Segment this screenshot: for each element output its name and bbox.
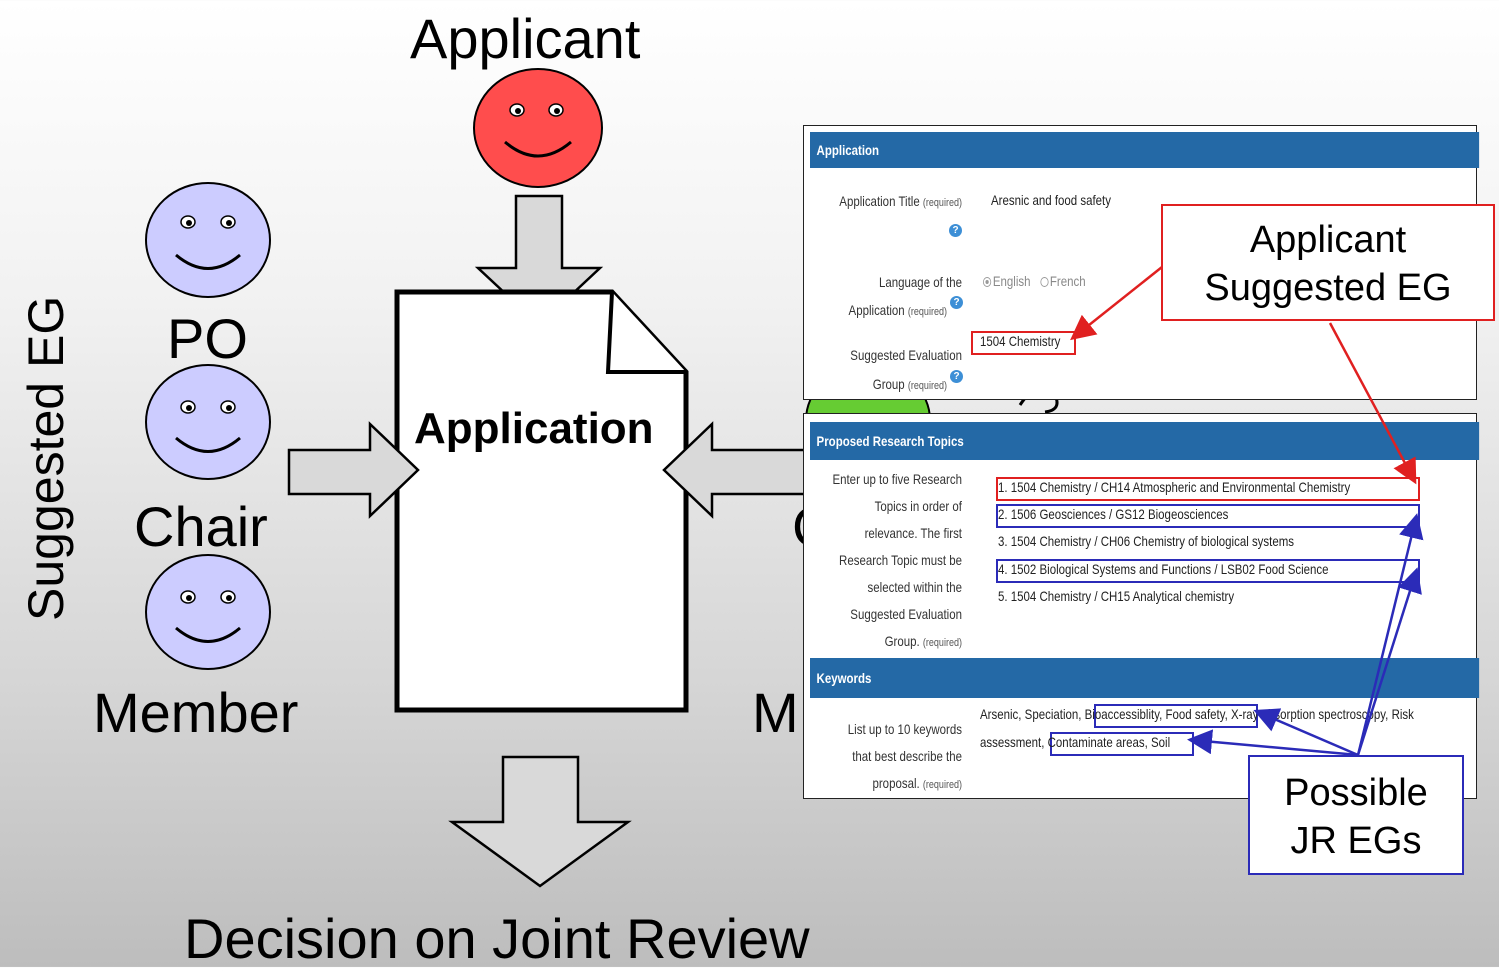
title-value[interactable]: Aresnic and food safety bbox=[991, 192, 1111, 208]
language-help-icon[interactable]: ? bbox=[950, 296, 963, 309]
topic-item-3[interactable]: 3. 1504 Chemistry / CH06 Chemistry of bi… bbox=[998, 533, 1295, 549]
title-label-block: Application Title (required) bbox=[832, 188, 962, 217]
topic-item-4[interactable]: 4. 1502 Biological Systems and Functions… bbox=[998, 561, 1329, 577]
keywords-instructions: List up to 10 keywords that best describ… bbox=[847, 721, 962, 791]
title-help-icon[interactable]: ? bbox=[949, 224, 962, 237]
eg-value-highlight bbox=[971, 331, 1076, 355]
po-face-icon bbox=[145, 182, 271, 298]
eg-label-line1: Suggested Evaluation bbox=[850, 347, 962, 363]
po-label: PO bbox=[167, 307, 248, 370]
applicant-label: Applicant bbox=[410, 7, 641, 70]
chair-label: Chair bbox=[134, 495, 268, 558]
french-label: French bbox=[1049, 273, 1086, 289]
reviewer-left-arrow bbox=[662, 421, 807, 519]
eg-help-icon[interactable]: ? bbox=[950, 370, 963, 383]
application-panel-header: Application bbox=[810, 132, 1480, 168]
title-label: Application Title bbox=[839, 193, 920, 209]
member-face-icon bbox=[145, 554, 271, 670]
applicant-suggested-eg-callout: Applicant Suggested EG bbox=[1161, 204, 1495, 321]
decision-label: Decision on Joint Review bbox=[184, 907, 810, 970]
language-label-line2: Application (required) bbox=[848, 302, 947, 318]
red-arrow-to-topic-1 bbox=[1328, 322, 1417, 485]
keywords-line-2[interactable]: assessment, Contaminate areas, Soil bbox=[980, 734, 1171, 750]
topics-panel: Proposed Research Topics Enter up to fiv… bbox=[803, 413, 1480, 799]
red-arrow-to-eg bbox=[1070, 266, 1163, 341]
decision-down-arrow bbox=[448, 755, 632, 888]
blue-arrow-to-topic-2 bbox=[1356, 513, 1424, 756]
blue-arrow-to-keywords-1 bbox=[1253, 708, 1359, 757]
french-radio[interactable] bbox=[1040, 277, 1049, 288]
eg-value[interactable]: 1504 Chemistry bbox=[980, 333, 1061, 349]
english-label: English bbox=[992, 273, 1031, 289]
chair-face-icon bbox=[145, 364, 271, 480]
topic-item-2[interactable]: 2. 1506 Geosciences / GS12 Biogeoscience… bbox=[998, 506, 1229, 522]
applicant-face-icon bbox=[473, 68, 603, 188]
document-label: Application bbox=[414, 404, 654, 453]
keywords-panel-header: Keywords bbox=[810, 658, 1480, 698]
title-required: (required) bbox=[922, 197, 962, 209]
blue-arrow-to-topic-4 bbox=[1356, 567, 1422, 756]
member-label: Member bbox=[93, 681, 299, 744]
topic-1-highlight bbox=[996, 477, 1420, 501]
possible-jr-egs-callout: Possible JR EGs bbox=[1248, 755, 1464, 875]
eg-label-line2: Group (required) bbox=[872, 376, 947, 392]
committee-right-arrow bbox=[287, 421, 420, 519]
topic-item-1[interactable]: 1. 1504 Chemistry / CH14 Atmospheric and… bbox=[998, 479, 1351, 495]
blue-arrow-to-keywords-2 bbox=[1187, 729, 1359, 757]
application-document-icon bbox=[394, 289, 689, 713]
member-partial-label: M bbox=[752, 681, 799, 744]
topic-item-5[interactable]: 5. 1504 Chemistry / CH15 Analytical chem… bbox=[998, 588, 1235, 604]
language-label-line1: Language of the bbox=[879, 274, 962, 290]
language-radio-group: English French bbox=[983, 273, 1086, 289]
topics-panel-header: Proposed Research Topics bbox=[810, 422, 1480, 460]
english-radio[interactable] bbox=[983, 277, 992, 288]
document-fold bbox=[605, 291, 686, 374]
topics-instructions: Enter up to five Research Topics in orde… bbox=[832, 471, 962, 649]
